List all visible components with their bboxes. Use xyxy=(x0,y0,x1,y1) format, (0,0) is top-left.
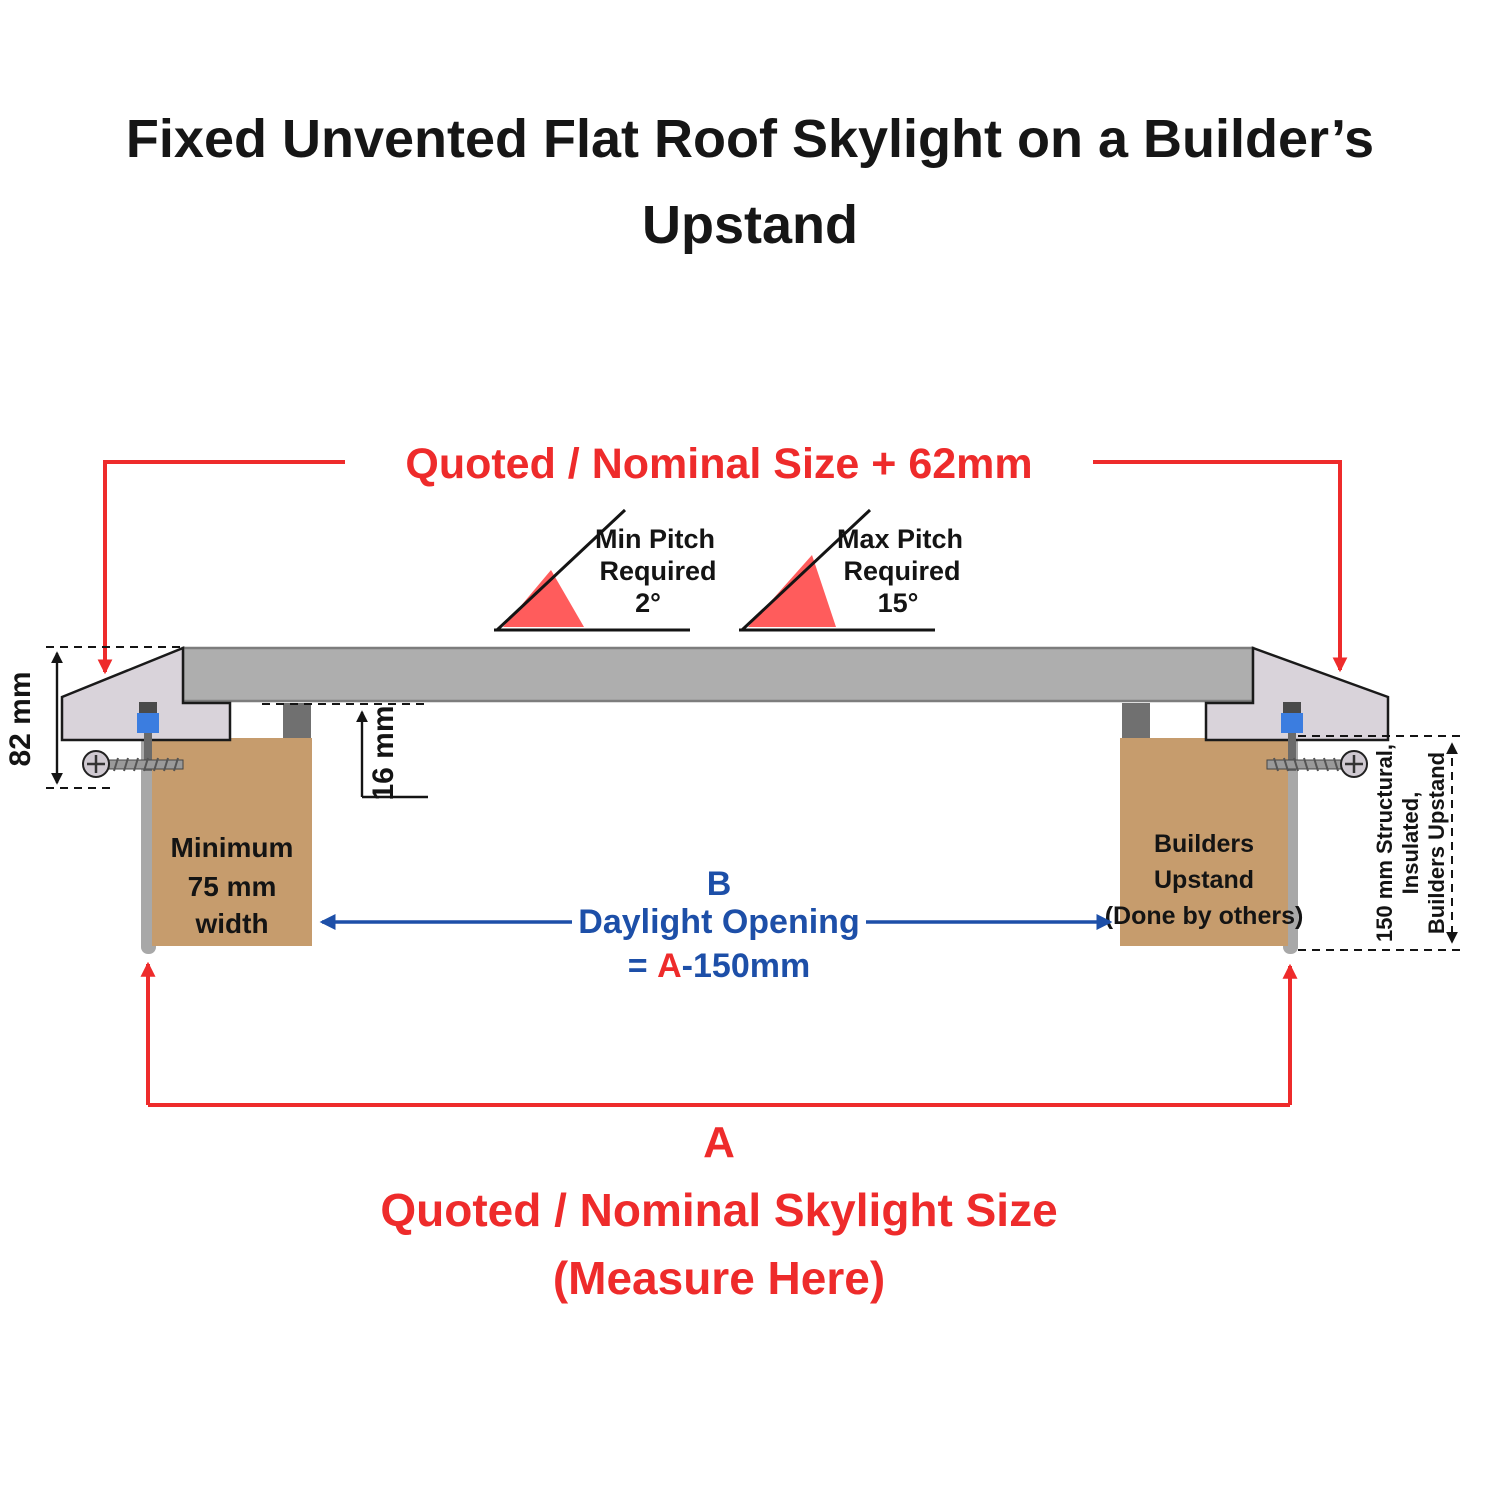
screw-thread xyxy=(1293,757,1299,772)
min-pitch-diagram: Min Pitch Required 2° xyxy=(494,508,717,632)
bottom-dimension-label-1: Quoted / Nominal Skylight Size xyxy=(380,1184,1057,1236)
max-pitch-label-2: Required xyxy=(843,556,960,586)
upstand-dimension-label-1: 150 mm Structural, xyxy=(1372,744,1397,942)
daylight-formula: = A-150mm xyxy=(628,947,810,985)
top-dimension: Quoted / Nominal Size + 62mm xyxy=(97,440,1348,675)
right-fixing-screw xyxy=(1266,750,1368,778)
daylight-formula-prefix: = xyxy=(628,947,657,985)
min-pitch-hypotenuse xyxy=(495,508,627,632)
bolt-nut xyxy=(1283,702,1301,713)
screw-thread xyxy=(143,757,149,772)
bolt-shaft xyxy=(144,733,152,771)
bolt-nut xyxy=(139,702,157,713)
daylight-formula-suffix: -150mm xyxy=(682,947,811,985)
max-pitch-angle-wedge xyxy=(748,555,836,627)
right-upstand-block xyxy=(1120,738,1288,946)
upstand-dimension-label-3: Builders Upstand xyxy=(1424,752,1449,934)
screw-thread xyxy=(133,757,139,772)
skylight-section: Minimum 75 mm width Builders Upstand (Do… xyxy=(60,646,1390,954)
bolt-blue-clip xyxy=(137,713,159,733)
upstand-height-dimension: 150 mm Structural, Insulated, Builders U… xyxy=(1298,735,1464,951)
frame-height-dimension: 82 mm xyxy=(4,646,186,789)
glass-gap-label: 16 mm xyxy=(367,705,400,800)
left-upstand-label: Minimum 75 mm width xyxy=(171,832,294,939)
right-upstand-label-3: (Done by others) xyxy=(1105,902,1304,930)
glass-gap-dimension: 16 mm xyxy=(262,703,428,801)
max-pitch-diagram: Max Pitch Required 15° xyxy=(739,508,963,632)
upstand-dimension-label: 150 mm Structural, Insulated, Builders U… xyxy=(1372,744,1449,942)
screw-thread xyxy=(1283,757,1289,772)
max-pitch-label-1: Max Pitch xyxy=(837,524,963,554)
right-upstand-label: Builders Upstand (Done by others) xyxy=(1105,830,1304,930)
right-frame-profile xyxy=(1204,646,1390,742)
bottom-dimension: A Quoted / Nominal Skylight Size (Measur… xyxy=(140,961,1298,1304)
page-title: Fixed Unvented Flat Roof Skylight on a B… xyxy=(0,96,1500,269)
screw-thread xyxy=(113,757,119,772)
top-dimension-label: Quoted / Nominal Size + 62mm xyxy=(405,440,1032,488)
bottom-dimension-letter: A xyxy=(703,1118,735,1167)
daylight-dimension: B Daylight Opening = A-150mm xyxy=(319,865,1113,985)
bottom-dimension-label-2: (Measure Here) xyxy=(553,1252,885,1304)
min-pitch-label-2: Required xyxy=(599,556,716,586)
left-upstand-label-1: Minimum xyxy=(171,832,294,863)
max-pitch-hypotenuse xyxy=(740,508,872,632)
screw-thread xyxy=(1303,757,1309,772)
daylight-label: Daylight Opening xyxy=(578,903,859,941)
daylight-letter: B xyxy=(707,865,732,903)
min-pitch-value: 2° xyxy=(635,588,661,618)
right-upstand-label-2: Upstand xyxy=(1154,866,1254,894)
frame-height-label: 82 mm xyxy=(4,671,37,766)
bolt-shaft xyxy=(1288,733,1296,771)
glass-panel xyxy=(181,646,1255,703)
upstand-dimension-label-2: Insulated, xyxy=(1398,792,1423,895)
screw-thread xyxy=(1313,757,1319,772)
title-line1: Fixed Unvented Flat Roof Skylight on a B… xyxy=(125,109,1375,169)
screw-thread xyxy=(1333,757,1339,772)
min-pitch-label-1: Min Pitch xyxy=(595,524,715,554)
left-spacer-block xyxy=(283,703,311,740)
left-upstand-label-3: width xyxy=(194,908,268,939)
right-upstand-label-1: Builders xyxy=(1154,830,1254,858)
screw-thread xyxy=(153,757,159,772)
screw-thread xyxy=(173,757,179,772)
right-spacer-block xyxy=(1122,703,1150,740)
screw-thread xyxy=(1273,757,1279,772)
screw-thread xyxy=(123,757,129,772)
title-line2: Upstand xyxy=(642,195,858,256)
screw-thread xyxy=(163,757,169,772)
min-pitch-angle-wedge xyxy=(503,570,584,627)
right-fixing-bolt xyxy=(1281,702,1303,771)
left-upstand-block xyxy=(152,738,312,946)
left-fixing-screw xyxy=(82,750,184,778)
screw-thread xyxy=(1323,757,1329,772)
left-upstand-label-2: 75 mm xyxy=(188,871,277,902)
max-pitch-value: 15° xyxy=(878,588,919,618)
daylight-formula-a: A xyxy=(657,947,682,985)
left-fixing-bolt xyxy=(137,702,159,771)
bolt-blue-clip xyxy=(1281,713,1303,733)
